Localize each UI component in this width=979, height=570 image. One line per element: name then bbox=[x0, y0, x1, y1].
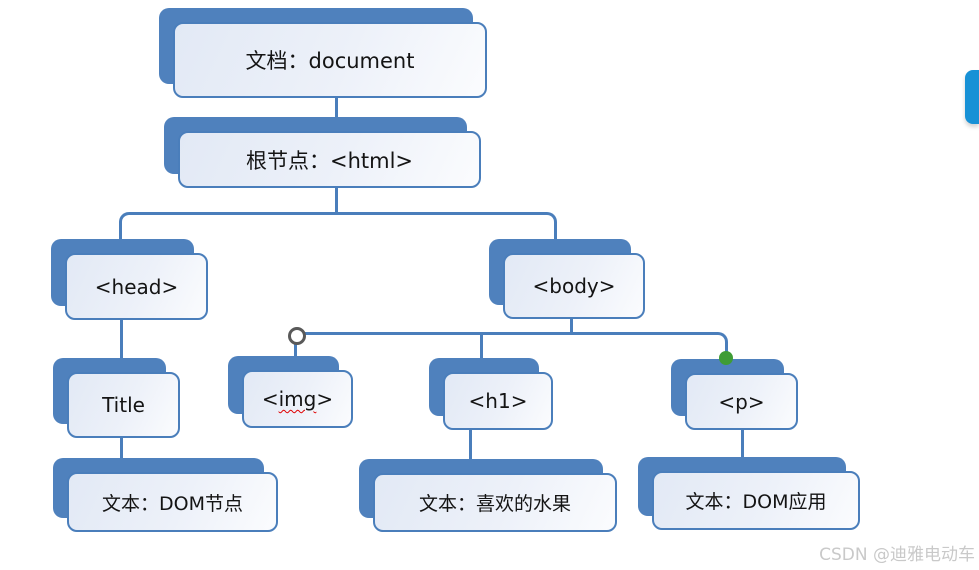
node-document: 文档：document bbox=[159, 8, 487, 98]
connector-p-text bbox=[741, 430, 744, 458]
node-h1-label: <h1> bbox=[468, 389, 528, 413]
node-body: <body> bbox=[489, 239, 645, 319]
scrollbar-thumb[interactable] bbox=[965, 70, 979, 124]
node-title: Title bbox=[53, 358, 180, 438]
node-img: <img> bbox=[228, 356, 353, 428]
connector-body-children-bracket bbox=[294, 332, 728, 353]
node-document-label: 文档：document bbox=[245, 49, 415, 73]
connector-title-text bbox=[120, 438, 123, 460]
node-html-root: 根节点：<html> bbox=[164, 117, 481, 188]
node-text-dom-app-label: 文本：DOM应用 bbox=[685, 491, 827, 513]
node-head: <head> bbox=[51, 239, 208, 320]
node-p-label: <p> bbox=[718, 389, 765, 414]
connector-img-drop bbox=[294, 340, 297, 359]
node-text-dom-node: 文本：DOM节点 bbox=[53, 458, 278, 532]
node-body-label: <body> bbox=[532, 274, 616, 298]
node-p: <p> bbox=[671, 359, 798, 430]
connector-document-html bbox=[335, 98, 338, 119]
misspelled-word: img bbox=[278, 387, 317, 411]
node-text-dom-app: 文本：DOM应用 bbox=[638, 457, 860, 530]
connector-head-title bbox=[120, 320, 123, 359]
node-h1: <h1> bbox=[429, 358, 553, 430]
node-text-dom-node-label: 文本：DOM节点 bbox=[102, 492, 243, 515]
node-img-label: <img> bbox=[261, 387, 334, 411]
csdn-watermark: CSDN @迪雅电动车 bbox=[819, 545, 975, 565]
node-text-favorite-fruit-label: 文本：喜欢的水果 bbox=[418, 493, 571, 515]
node-html-label: 根节点：<html> bbox=[245, 148, 414, 173]
connector-html-children-bracket bbox=[119, 212, 557, 240]
node-head-label: <head> bbox=[94, 274, 179, 299]
open-endpoint-handle-icon[interactable] bbox=[288, 327, 306, 345]
node-text-favorite-fruit: 文本：喜欢的水果 bbox=[359, 459, 617, 532]
node-title-label: Title bbox=[102, 393, 145, 417]
connector-body-trunk bbox=[570, 319, 573, 334]
connector-html-trunk bbox=[335, 188, 338, 214]
connected-endpoint-handle-icon[interactable] bbox=[719, 351, 733, 365]
connector-h1-drop bbox=[480, 332, 483, 359]
connector-h1-text bbox=[469, 430, 472, 459]
